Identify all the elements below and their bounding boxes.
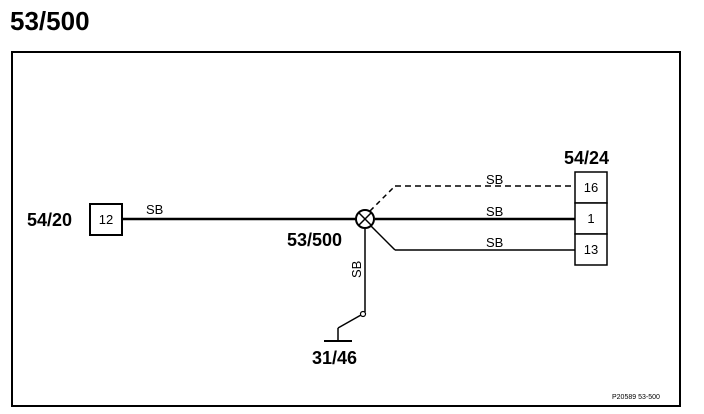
wire-top-dashed: SB [369, 172, 575, 212]
footer-reference: P20589 53-500 [612, 394, 660, 401]
diagram-frame [11, 51, 681, 407]
ground: 31/46 [312, 310, 367, 368]
right-connector-pin: 13 [584, 242, 598, 257]
right-connector-pin: 16 [584, 180, 598, 195]
ground-terminal-icon [359, 310, 367, 318]
right-connector-pin: 1 [587, 211, 594, 226]
left-connector-label: 54/20 [27, 210, 72, 230]
left-connector: 54/20 12 [27, 203, 123, 236]
wire-bottom-code: SB [486, 235, 503, 250]
wire-left-code: SB [146, 202, 163, 217]
wire-vertical-code: SB [349, 261, 364, 278]
splice: 53/500 [287, 209, 375, 250]
right-connector-pin-box-3 [574, 233, 608, 266]
wire-top-code: SB [486, 172, 503, 187]
wire-left: SB [122, 202, 357, 221]
wire-vertical: SB [349, 229, 366, 312]
right-connector-pin-box-1 [574, 171, 608, 204]
wire-middle: SB [375, 204, 575, 221]
right-connector: 54/24 16 1 13 [564, 148, 609, 266]
ground-label: 31/46 [312, 348, 357, 368]
page-title: 53/500 [10, 6, 90, 36]
left-connector-pin: 12 [99, 212, 113, 227]
right-connector-label: 54/24 [564, 148, 609, 168]
wire-middle-code: SB [486, 204, 503, 219]
splice-label: 53/500 [287, 230, 342, 250]
wire-bottom: SB [370, 225, 575, 251]
left-connector-pin-box [89, 203, 123, 236]
